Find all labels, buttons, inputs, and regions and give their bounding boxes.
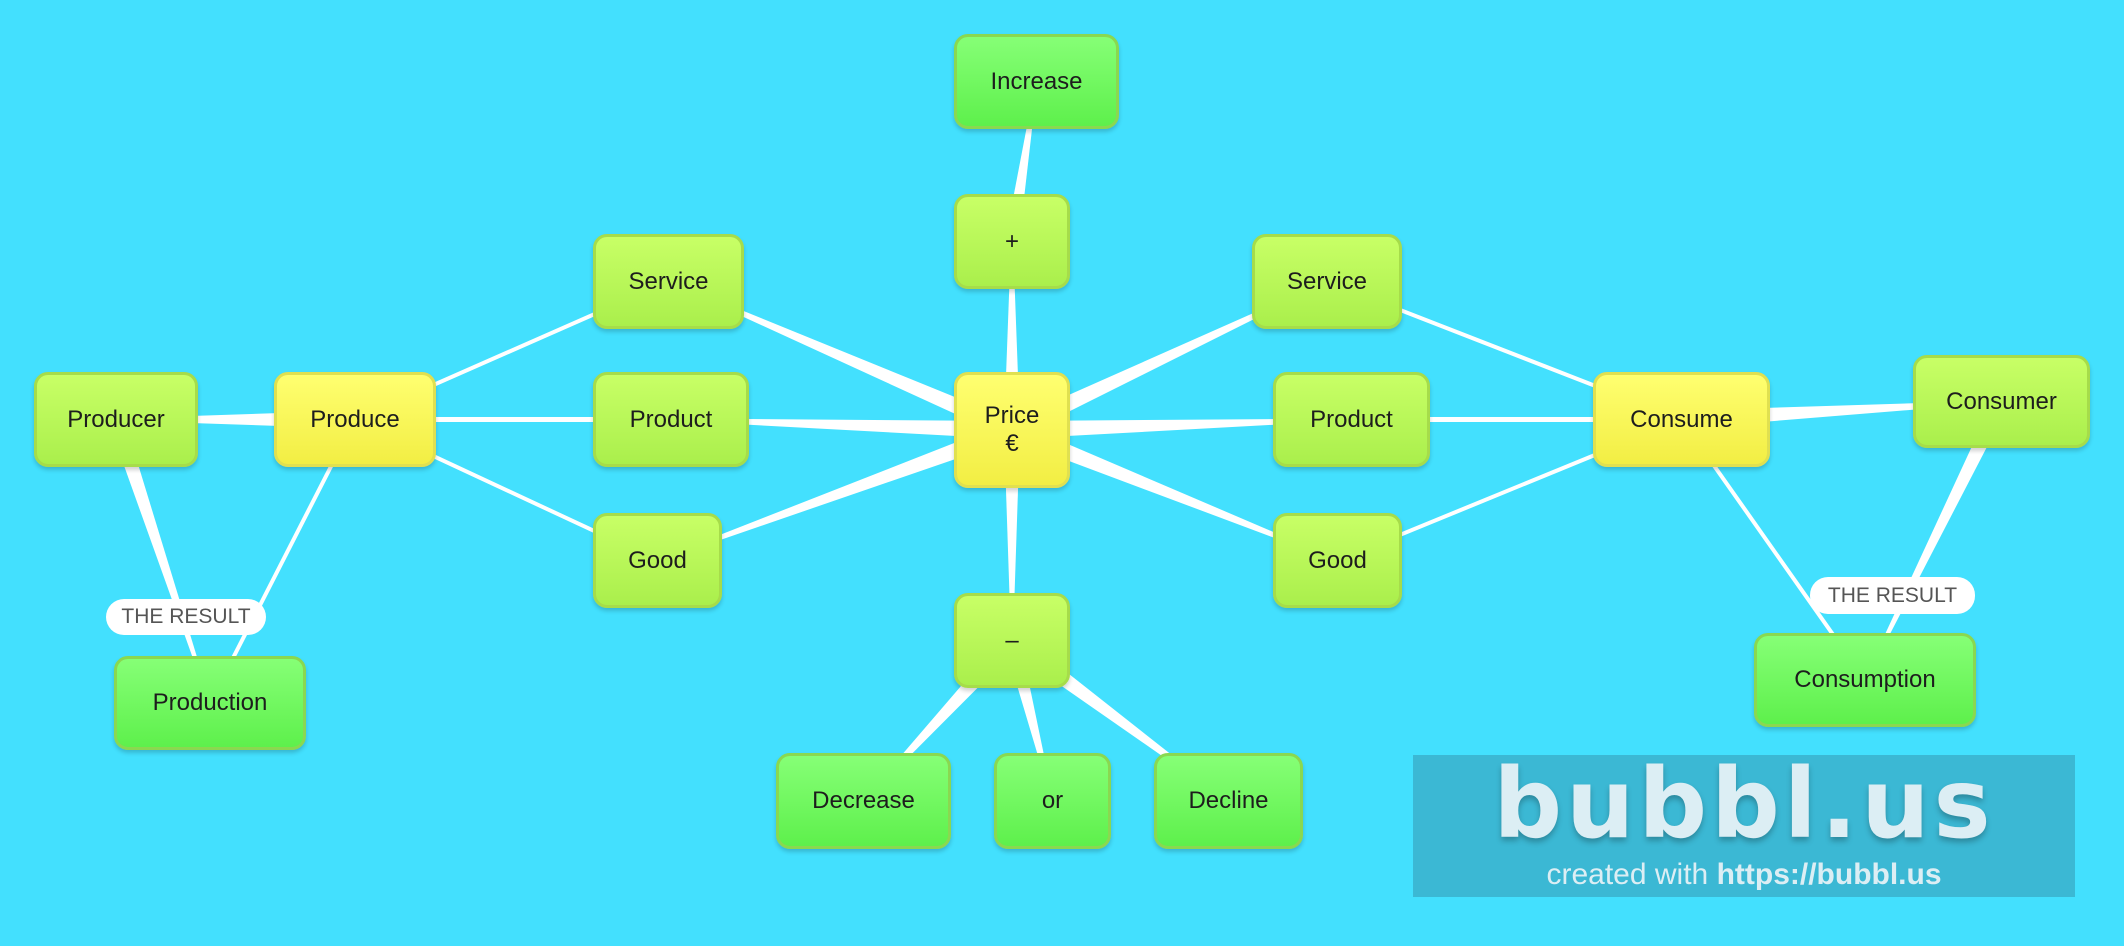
created-with-text: created with [1546,858,1709,891]
node-decrease[interactable]: Decrease [776,753,951,849]
node-consumption[interactable]: Consumption [1754,633,1976,727]
logo-url: https://bubbl.us [1716,858,1942,891]
connector-price-productR [1011,418,1352,439]
node-plus[interactable]: + [954,194,1070,289]
node-good-left[interactable]: Good [593,513,722,608]
connector-price-productL [670,418,1013,439]
node-minus[interactable]: – [954,593,1070,688]
node-produce[interactable]: Produce [274,372,436,467]
node-good-right[interactable]: Good [1273,513,1402,608]
node-price[interactable]: Price € [954,372,1070,488]
node-increase[interactable]: Increase [954,34,1119,129]
connector-price-goodL [657,421,1016,562]
node-product-left[interactable]: Product [593,372,749,467]
bubblus-watermark: bubbl.us created with https://bubbl.us [1413,755,2075,897]
connector-price-serviceL [668,280,1016,439]
node-decline[interactable]: Decline [1154,753,1303,849]
connection-label-result-right: THE RESULT [1810,577,1975,614]
connection-label-result-left: THE RESULT [106,599,266,635]
node-consumer[interactable]: Consumer [1913,355,2090,448]
node-production[interactable]: Production [114,656,306,750]
connector-price-serviceR [1008,280,1328,439]
node-consume[interactable]: Consume [1593,372,1770,467]
node-product-right[interactable]: Product [1273,372,1430,467]
logo-caption: created with https://bubbl.us [1413,857,2075,893]
node-producer[interactable]: Producer [34,372,198,467]
node-service-right[interactable]: Service [1252,234,1402,329]
node-or[interactable]: or [994,753,1111,849]
connector-consume-consumption [1679,418,1867,682]
logo-wordmark: bubbl.us [1493,755,1995,860]
node-service-left[interactable]: Service [593,234,744,329]
connector-price-goodR [1008,421,1338,562]
